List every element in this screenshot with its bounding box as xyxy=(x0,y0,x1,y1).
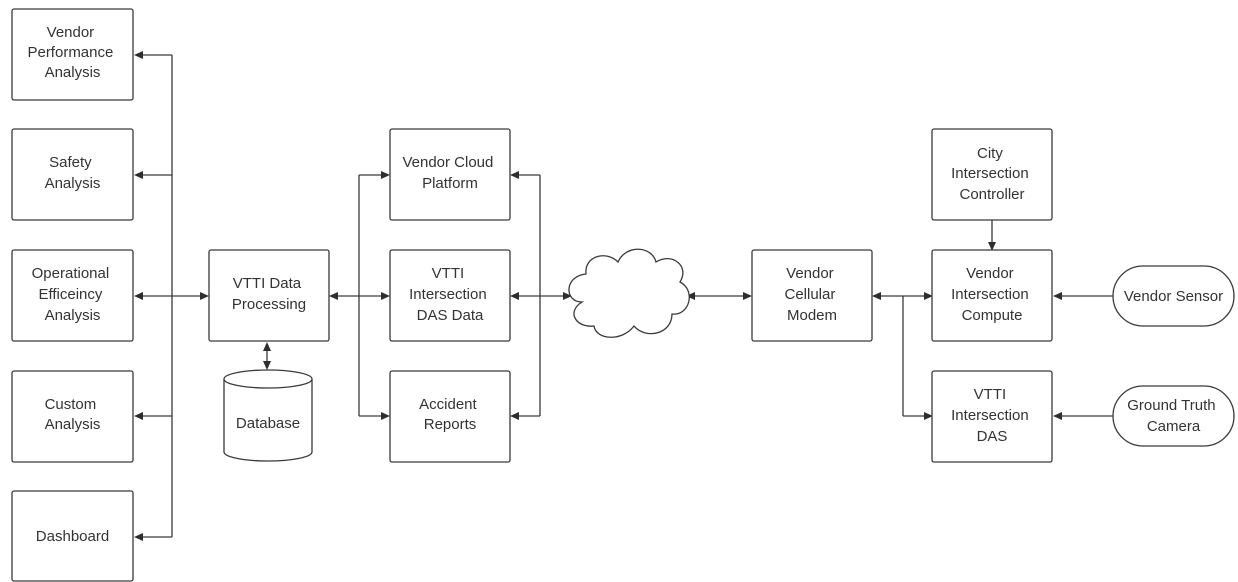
arrowhead-accident-left xyxy=(381,412,390,420)
database-label: Database xyxy=(236,415,300,432)
vendor-sensor-label: Vendor Sensor xyxy=(1124,288,1223,305)
vtti-data-processing-node: VTTI Data Processing xyxy=(208,249,330,342)
arrowhead-vendor-cloud-right xyxy=(510,171,519,179)
ground-truth-camera-node: Ground Truth Camera xyxy=(1112,385,1235,447)
arrowhead-operational xyxy=(134,292,143,300)
custom-analysis-label: Custom Analysis xyxy=(45,396,101,433)
arrowhead-compute-right xyxy=(1053,292,1062,300)
vendor-sensor-node: Vendor Sensor xyxy=(1112,265,1235,327)
arrowhead-cloud-left xyxy=(563,292,572,300)
vendor-cellular-modem-label: Vendor Cellular Modem xyxy=(784,265,839,324)
custom-analysis-node: Custom Analysis xyxy=(11,370,134,463)
arrowhead-processing-right xyxy=(329,292,338,300)
cloud-shape xyxy=(568,248,690,338)
arrowhead-das-left xyxy=(924,412,933,420)
vtti-intersection-das-node: VTTI Intersection DAS xyxy=(931,370,1053,463)
arrowhead-compute-top xyxy=(988,242,996,251)
accident-reports-label: Accident Reports xyxy=(419,396,481,433)
operational-efficiency-label: Operational Efficeincy Analysis xyxy=(32,265,114,324)
arrowhead-dashboard xyxy=(134,533,143,541)
database-top xyxy=(223,369,313,389)
database-node: Database xyxy=(223,369,313,462)
vtti-intersection-das-data-label: VTTI Intersection DAS Data xyxy=(409,265,491,324)
vtti-intersection-das-label: VTTI Intersection DAS xyxy=(951,386,1033,445)
vendor-intersection-compute-node: Vendor Intersection Compute xyxy=(931,249,1053,342)
vendor-performance-analysis-node: Vendor Performance Analysis xyxy=(11,8,134,101)
arrowhead-das-data-right xyxy=(510,292,519,300)
arrowhead-accident-right xyxy=(510,412,519,420)
city-intersection-controller-label: City Intersection Controller xyxy=(951,145,1033,203)
arrowhead-das-data-left xyxy=(381,292,390,300)
vtti-intersection-das-data-node: VTTI Intersection DAS Data xyxy=(389,249,511,342)
arrowhead-modem-left xyxy=(743,292,752,300)
vendor-intersection-compute-label: Vendor Intersection Compute xyxy=(951,265,1033,324)
operational-efficiency-analysis-node: Operational Efficeincy Analysis xyxy=(11,249,134,342)
arrowhead-processing-up xyxy=(263,342,271,351)
arrowhead-processing-left xyxy=(200,292,209,300)
arrowhead-safety xyxy=(134,171,143,179)
safety-analysis-node: Safety Analysis xyxy=(11,128,134,221)
arrowhead-vendor-performance xyxy=(134,51,143,59)
vendor-cloud-platform-node: Vendor Cloud Platform xyxy=(389,128,511,221)
dashboard-label: Dashboard xyxy=(36,528,109,545)
arrowhead-compute-left xyxy=(924,292,933,300)
arrowhead-database-down xyxy=(263,361,271,370)
dashboard-node: Dashboard xyxy=(11,490,134,582)
arrowhead-das-right xyxy=(1053,412,1062,420)
internet-cloud-icon xyxy=(568,248,690,338)
arrowhead-custom xyxy=(134,412,143,420)
arrowhead-modem-right xyxy=(872,292,881,300)
vendor-cellular-modem-node: Vendor Cellular Modem xyxy=(751,249,873,342)
vendor-cloud-platform-label: Vendor Cloud Platform xyxy=(402,154,497,192)
arrowhead-vendor-cloud-left xyxy=(381,171,390,179)
arrowheads xyxy=(134,51,1062,541)
ground-truth-camera-label: Ground Truth Camera xyxy=(1127,397,1220,435)
safety-analysis-label: Safety Analysis xyxy=(45,154,101,192)
database-body xyxy=(223,379,313,462)
vendor-performance-label: Vendor Performance Analysis xyxy=(27,24,117,81)
vtti-data-processing-label: VTTI Data Processing xyxy=(232,275,306,313)
city-intersection-controller-node: City Intersection Controller xyxy=(931,128,1053,221)
accident-reports-node: Accident Reports xyxy=(389,370,511,463)
connectors xyxy=(142,54,1113,538)
arrowhead-cloud-right xyxy=(686,292,695,300)
